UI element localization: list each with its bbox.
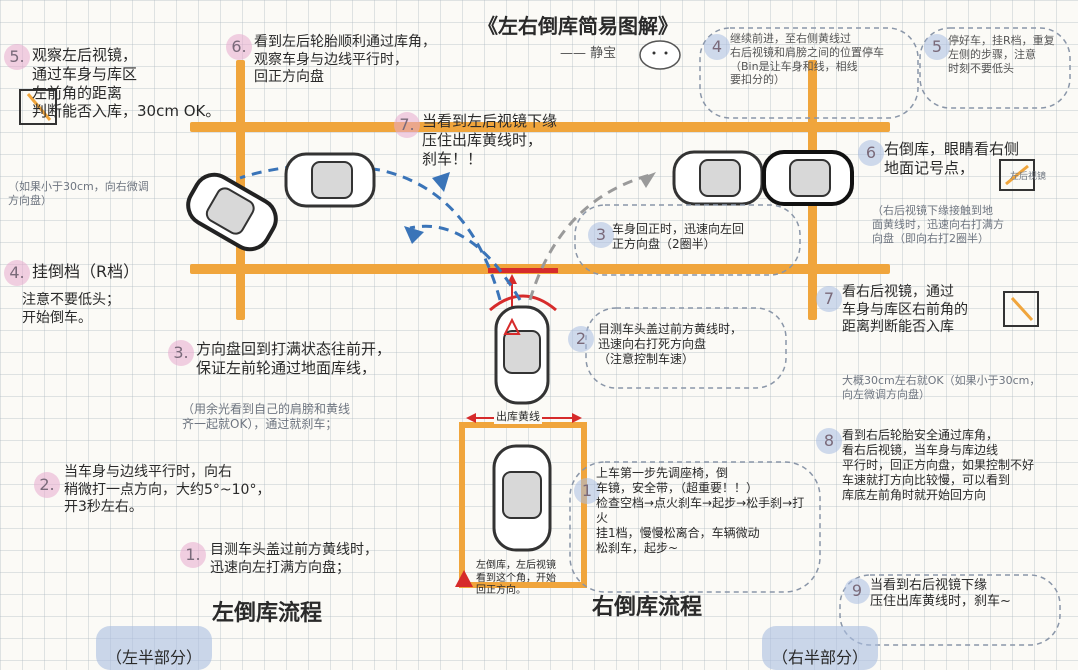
right-step-3-number: 3 bbox=[588, 222, 614, 248]
right-step-6-number: 6 bbox=[858, 140, 884, 166]
left-arc-path-2 bbox=[409, 224, 522, 301]
left-part-heading: 左倒库流程 bbox=[212, 601, 323, 626]
right-step-9-text: 当看到右后视镜下缘 压住出库黄线时，刹车~ bbox=[870, 578, 1011, 610]
right-step-8-number: 8 bbox=[816, 428, 842, 454]
right-step-2-text: 目测车头盖过前方黄线时， 迅速向右打死方向盘 （注意控制车速） bbox=[598, 322, 743, 366]
left-step-4-note: 注意不要低头； 开始倒车。 bbox=[22, 292, 120, 326]
left-step-6-number: 6. bbox=[226, 34, 252, 60]
car-middle bbox=[494, 305, 550, 405]
left-step-5-number: 5. bbox=[4, 44, 30, 70]
left-step-6-text: 看到左后轮胎顺利通过库角， 观察车身与边线平行时， 回正方向盘 bbox=[254, 34, 436, 85]
warning-note: 左倒库，左后视镜 看到这个角，开始 回正方向。 bbox=[476, 560, 556, 596]
left-step-2-number: 2. bbox=[34, 472, 60, 498]
mirror-sketch-left bbox=[19, 89, 57, 125]
left-part-tag-text: （左半部分） bbox=[106, 648, 203, 667]
left-step-1-number: 1. bbox=[180, 542, 206, 568]
right-step-5-text: 停好车，挂R档，重复 左侧的步骤，注意 时刻不要低头 bbox=[948, 34, 1055, 75]
left-step-3-text: 方向盘回到打满状态往前开， 保证左前轮通过地面库线， bbox=[196, 340, 392, 377]
mirror-label: 左后视镜 bbox=[1010, 172, 1047, 182]
right-part-tag: （右半部分） bbox=[762, 626, 879, 670]
right-step-1-text: 上车第一步先调座椅，倒 车镜，安全带，（超重要！！） 检查空档→点火刹车→起步→… bbox=[596, 466, 805, 555]
left-step-7-number: 7. bbox=[394, 112, 420, 138]
right-step-4-text: 继续前进，至右侧黄线过 右后视镜和肩膀之间的位置停车 （Bin是让车身和线，相线… bbox=[730, 32, 884, 87]
left-arc-path bbox=[239, 164, 502, 301]
author-signature: —— 静宝 bbox=[560, 46, 617, 61]
car-top-right-2 bbox=[762, 150, 854, 206]
page-title: 《左右倒库简易图解》 bbox=[478, 14, 678, 38]
right-step-7-text: 看右后视镜，通过 车身与库区右前角的 距离判断能否入库 bbox=[842, 284, 968, 335]
left-step-2-text: 当车身与边线平行时，向右 稍微打一点方向，大约5°~10°， 开3秒左右。 bbox=[64, 464, 271, 515]
right-step-5-number: 5 bbox=[924, 34, 950, 60]
right-part-tag-text: （右半部分） bbox=[772, 648, 869, 667]
parking-bay bbox=[459, 422, 587, 588]
right-arc-path bbox=[528, 173, 651, 301]
car-left-angled bbox=[186, 172, 278, 252]
left-step-3-note: （用余光看到自己的肩膀和黄线 齐一起就OK），通过就刹车； bbox=[182, 402, 351, 431]
exit-red-bar bbox=[488, 268, 558, 273]
car-top-left bbox=[284, 152, 376, 208]
right-step-8-text: 看到右后轮胎安全通过库角， 看右后视镜，当车身与库边线 平行时，回正方向盘，如果… bbox=[842, 428, 1035, 502]
left-step-3-number: 3. bbox=[168, 340, 194, 366]
right-step-4-number: 4 bbox=[704, 34, 730, 60]
left-step-5-text: 观察左后视镜， 通过车身与库区 左前角的距离 判断能否入库，30cm OK。 bbox=[32, 46, 221, 121]
right-step-1-number: 1 bbox=[574, 478, 600, 504]
car-in-bay bbox=[492, 444, 552, 552]
right-step-9-number: 9 bbox=[844, 578, 870, 604]
car-top-right bbox=[672, 150, 764, 206]
mirror-sketch-right-2 bbox=[1003, 291, 1039, 327]
right-part-heading: 右倒库流程 bbox=[592, 595, 703, 620]
top-road-line bbox=[190, 122, 890, 132]
left-step-4-number: 4. bbox=[4, 260, 30, 286]
left-step-1-text: 目测车头盖过前方黄线时， 迅速向左打满方向盘； bbox=[210, 542, 378, 576]
right-step-6-text: 右倒库，眼睛看右侧 地面记号点， bbox=[884, 140, 1020, 177]
right-step-7-number: 7 bbox=[816, 286, 842, 312]
mirror-sketch-right-1 bbox=[999, 159, 1035, 191]
left-step-7-text: 当看到左后视镜下缘 压住出库黄线时， 刹车！！ bbox=[422, 112, 558, 168]
right-step-7-note: 大概30cm左右就OK（如果小于30cm， 向左微调方向盘） bbox=[842, 374, 1041, 401]
right-step-3-text: 车身回正时，迅速向左回 正方向盘（2圈半） bbox=[612, 222, 745, 251]
right-step-6-note: （右后视镜下缘接触到地 面黄线时，迅速向右打满方 向盘（即向右打2圈半） bbox=[872, 204, 1004, 245]
sheep-doodle bbox=[639, 40, 681, 70]
left-step-5-note: （如果小于30cm，向右微调 方向盘） bbox=[8, 180, 149, 207]
left-step-4-text: 挂倒档（R档） bbox=[32, 262, 140, 281]
left-part-tag: （左半部分） bbox=[96, 626, 213, 670]
exit-line-label: 出库黄线 bbox=[494, 410, 542, 424]
right-step-2-number: 2 bbox=[568, 326, 594, 352]
